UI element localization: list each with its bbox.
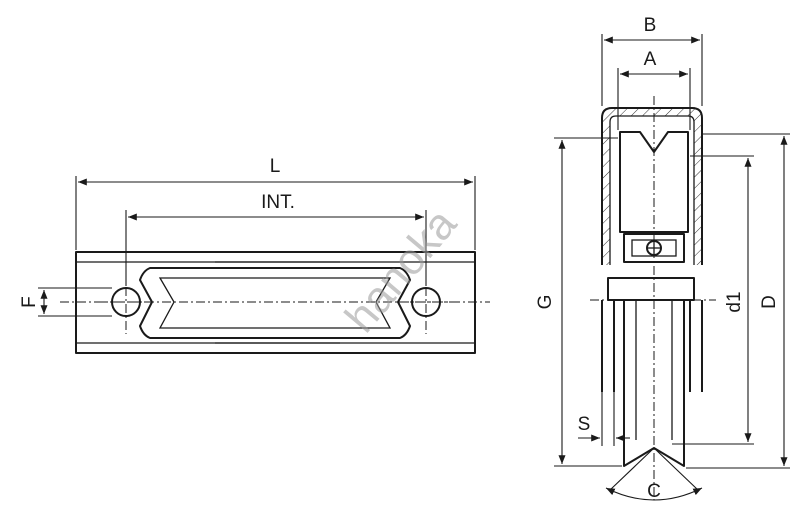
dim-S-label: S (578, 414, 591, 435)
dim-D-label: D (759, 295, 780, 309)
dim-C-leg-left (609, 447, 655, 491)
dim-A-label: A (644, 49, 657, 70)
dim-INT-label: INT. (261, 192, 295, 213)
axle-plate (607, 277, 695, 301)
dim-F-label: F (19, 296, 40, 308)
dim-C-label: C (647, 481, 661, 502)
section-view: B A G d1 D S C (535, 15, 790, 502)
front-wheel-outline (139, 267, 411, 339)
dim-B-label: B (644, 15, 657, 36)
front-view: L INT. F (19, 156, 490, 354)
dim-d1-label: d1 (724, 291, 745, 312)
housing-inner (609, 115, 695, 265)
dim-G-label: G (535, 295, 556, 310)
wheel-body (619, 131, 689, 233)
dim-L-label: L (270, 156, 281, 177)
dim-C-arc (605, 487, 703, 501)
dim-C-leg-right (653, 447, 699, 491)
watermark: hanoka (336, 199, 467, 341)
